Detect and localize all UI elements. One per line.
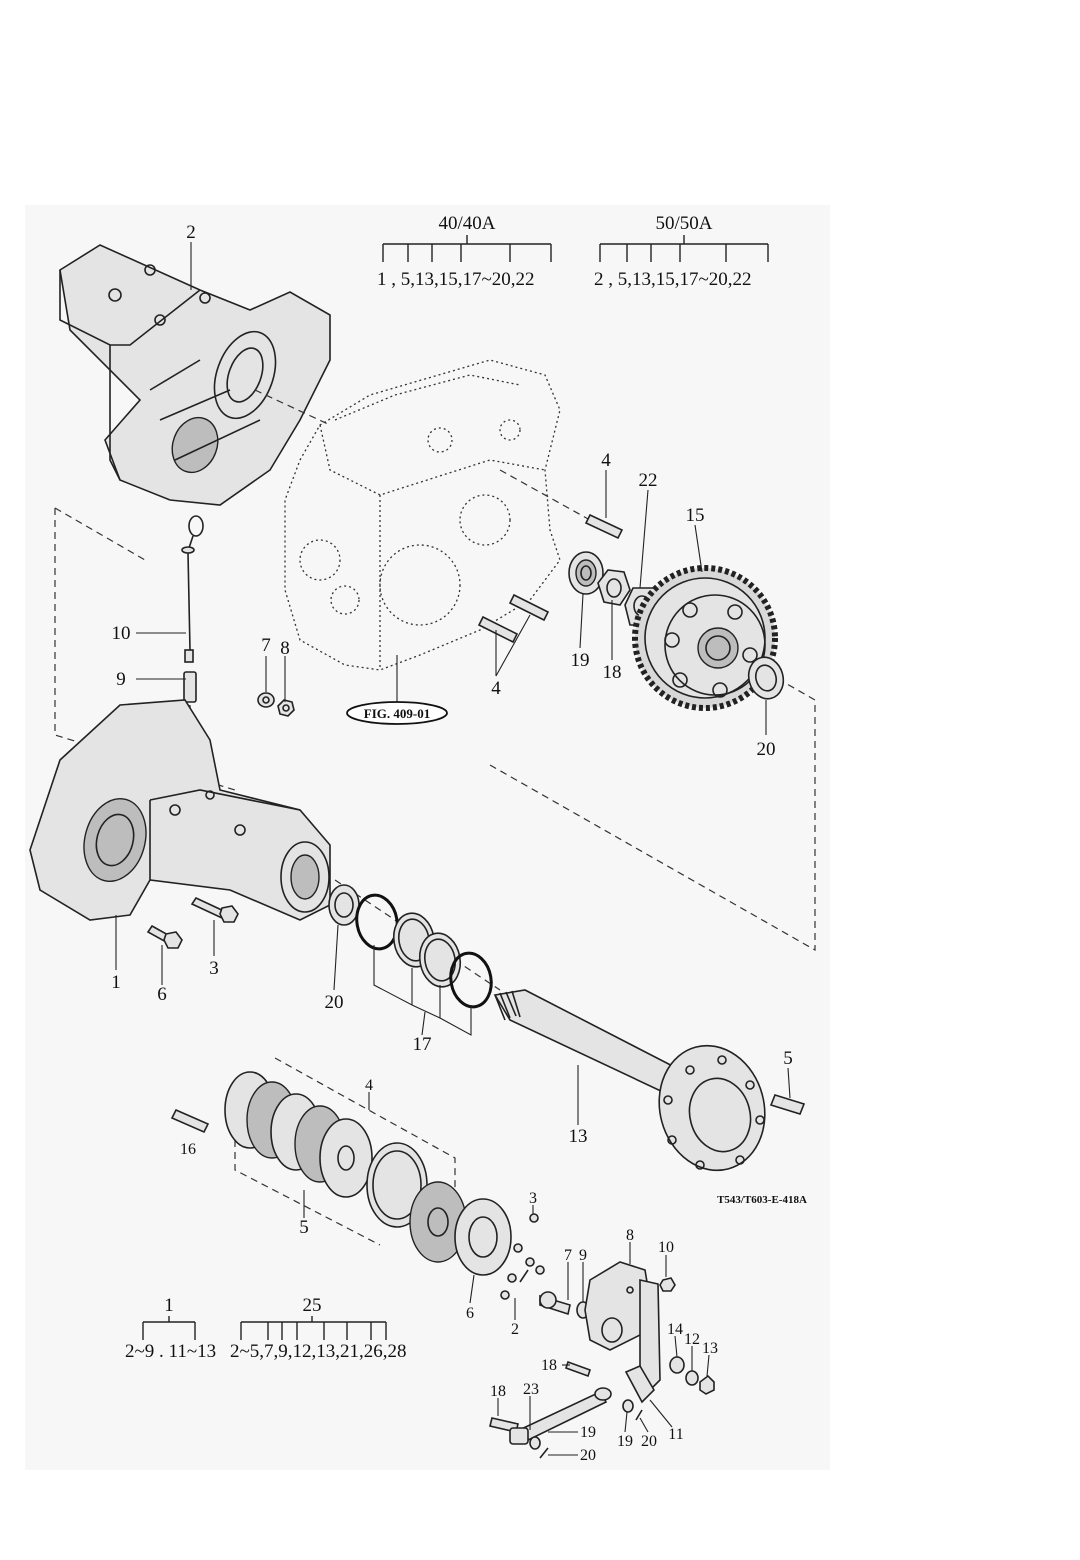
- callout-9-small: 9: [579, 1247, 587, 1264]
- bearing-19: [569, 552, 603, 594]
- callout-23: 23: [523, 1381, 539, 1398]
- nut-13-small: [700, 1376, 714, 1394]
- axle-housing-top: [60, 245, 330, 505]
- callout-15: 15: [686, 505, 705, 526]
- bolt-3: [192, 898, 238, 922]
- washer-7-upper: [258, 693, 274, 707]
- callout-12: 12: [684, 1331, 700, 1348]
- group-bracket-25: 25 2~5,7,9,12,13,21,26,28: [230, 1295, 407, 1362]
- nut-8-upper: [278, 700, 294, 716]
- callout-1: 1: [111, 972, 121, 993]
- group-members: 1 , 5,13,15,17~20,22: [377, 269, 535, 290]
- washer-12: [686, 1371, 698, 1385]
- callout-10-small: 10: [658, 1239, 674, 1256]
- group-members: 2 , 5,13,15,17~20,22: [594, 269, 752, 290]
- callout-19-lower-b: 19: [617, 1433, 633, 1450]
- callout-18-pin-b: 18: [490, 1383, 506, 1400]
- callout-16: 16: [180, 1141, 196, 1158]
- callout-2-ball: 2: [511, 1321, 519, 1338]
- callout-7-lever: 7: [564, 1247, 572, 1264]
- group-members: 2~5,7,9,12,13,21,26,28: [230, 1341, 407, 1362]
- group-head: 50/50A: [656, 213, 713, 234]
- group-head: 40/40A: [439, 213, 496, 234]
- callout-4-lower: 4: [491, 678, 501, 699]
- brake-cover-8: [585, 1262, 660, 1392]
- callout-5-stud: 5: [783, 1048, 793, 1069]
- pin-18-upper: [566, 1362, 590, 1376]
- callout-14: 14: [667, 1321, 683, 1338]
- studs-4-lower: [479, 595, 548, 642]
- drawing-code: T543/T603-E-418A: [717, 1194, 807, 1206]
- callout-4-brake: 4: [365, 1077, 373, 1094]
- callout-4-stud: 4: [601, 450, 611, 471]
- group-bracket-40-40a: 40/40A 1 , 5,13,15,17~20,22: [377, 213, 551, 290]
- callout-10: 10: [112, 623, 131, 644]
- callout-17: 17: [413, 1034, 432, 1055]
- callout-20-lower-b: 20: [641, 1433, 657, 1450]
- group-bracket-50-50a: 50/50A 2 , 5,13,15,17~20,22: [594, 213, 768, 290]
- group-head: 25: [303, 1295, 322, 1316]
- callout-20-lower-a: 20: [580, 1447, 596, 1464]
- stud-4-upper: [586, 515, 622, 538]
- figure-reference-badge: FIG. 409-01: [347, 702, 447, 724]
- callout-20-left: 20: [325, 992, 344, 1013]
- group-members: 2~9 . 11~13: [125, 1341, 216, 1362]
- callout-20-right: 20: [757, 739, 776, 760]
- callout-11: 11: [668, 1426, 683, 1443]
- callout-9: 9: [116, 669, 126, 690]
- callout-3-ball: 3: [529, 1190, 537, 1207]
- callout-19-lower-a: 19: [580, 1424, 596, 1441]
- callout-13-small: 13: [702, 1340, 718, 1357]
- callout-3-bolt: 3: [209, 958, 219, 979]
- figure-ref-text: FIG. 409-01: [364, 706, 430, 721]
- axle-housing-lower: [30, 700, 330, 920]
- stud-5: [771, 1095, 804, 1114]
- group-bracket-1: 1 2~9 . 11~13: [125, 1295, 216, 1362]
- bolt-6: [148, 926, 182, 948]
- callout-18-pin-a: 18: [541, 1357, 557, 1374]
- callout-22: 22: [639, 470, 658, 491]
- callout-19-upper: 19: [571, 650, 590, 671]
- callout-8-cover: 8: [626, 1227, 634, 1244]
- callout-8-upper: 8: [280, 638, 290, 659]
- seal-20-left: [329, 885, 359, 925]
- callout-13-shaft: 13: [569, 1126, 588, 1147]
- lever-7: [540, 1292, 570, 1314]
- callout-5-brake: 5: [299, 1217, 309, 1238]
- callout-6-bolt: 6: [157, 984, 167, 1005]
- callout-18-upper: 18: [603, 662, 622, 683]
- washer-14: [670, 1357, 684, 1373]
- nut-10-small: [660, 1278, 675, 1291]
- callout-6-plate: 6: [466, 1305, 474, 1322]
- axle-shaft-13: [495, 990, 779, 1182]
- callout-2-top: 2: [186, 222, 196, 243]
- transmission-case-reference: [285, 360, 560, 705]
- group-head: 1: [164, 1295, 174, 1316]
- pin-16: [172, 1110, 208, 1132]
- callout-7-upper: 7: [261, 635, 271, 656]
